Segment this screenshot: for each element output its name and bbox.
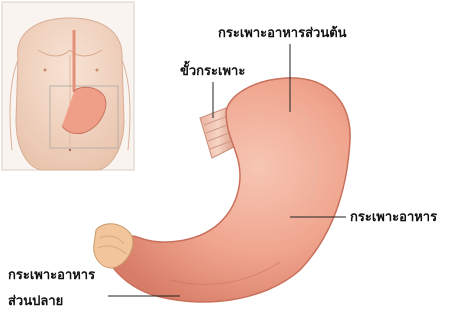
label-pyloric-line1: กระเพาะอาหาร [8,268,95,284]
label-cardia: ขั้วกระเพาะ [180,64,245,80]
label-fundus: กระเพาะอาหารส่วนต้น [218,26,347,42]
torso-inset [2,2,134,170]
label-pyloric-line2: ส่วนปลาย [8,294,63,310]
stomach [106,78,350,302]
label-body: กระเพาะอาหาร [350,210,437,226]
